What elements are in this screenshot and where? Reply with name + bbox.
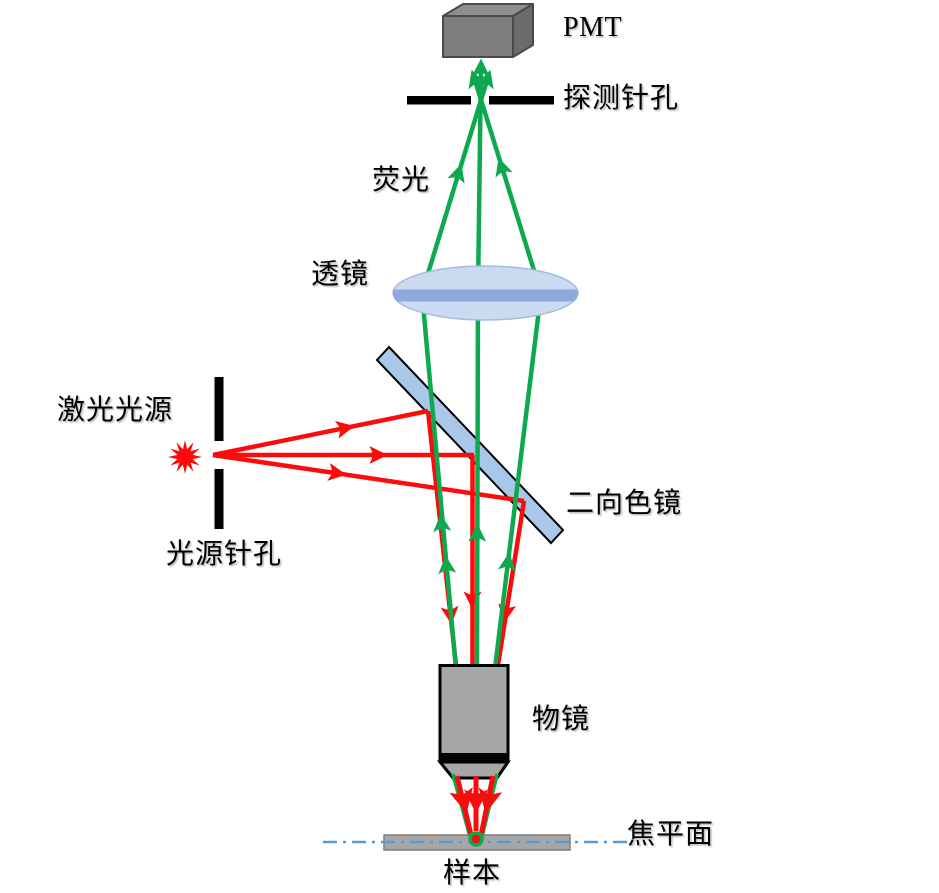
- focal-plane-label: 焦平面: [627, 819, 715, 850]
- reflected-ray-right: [495, 500, 527, 666]
- objective-label: 物镜: [532, 704, 591, 735]
- emission-right-arrow-high: [495, 157, 513, 178]
- focus-cone: [449, 773, 503, 847]
- pmt-detector: [442, 3, 534, 58]
- dichroic-mirror-shape: [375, 345, 565, 545]
- fluorescence-label: 荧光: [372, 165, 431, 196]
- emission-left-arrow-1: [433, 513, 452, 533]
- emission-right-below-lens: [493, 292, 544, 665]
- emission-center-to-pmt: [471, 58, 490, 294]
- emission-left-arrow-high: [447, 163, 465, 184]
- objective-lens-shape: [436, 664, 511, 780]
- laser-ray-upper: [212, 408, 429, 458]
- emission-center-below-lens: [474, 292, 481, 665]
- detection-pinhole-right-bar: [489, 96, 554, 105]
- laser-star-icon: [168, 440, 202, 474]
- lens-band: [393, 289, 578, 302]
- fluorescence-emission-rays: [419, 58, 544, 665]
- laser-source-label: 激光光源: [57, 395, 174, 426]
- pmt-label: PMT: [563, 12, 623, 43]
- laser-ray-upper-arrow: [334, 420, 355, 439]
- source-pinhole-shape: [214, 377, 224, 529]
- source-pinhole-bottom-bar: [214, 469, 224, 529]
- source-pinhole-label: 光源针孔: [166, 539, 283, 570]
- detection-pinhole-label: 探测针孔: [563, 83, 680, 114]
- emission-right-above-lens: [468, 69, 544, 294]
- lens-label: 透镜: [311, 259, 370, 290]
- emission-left-below-lens: [419, 292, 458, 665]
- detection-pinhole-shape: [407, 96, 554, 105]
- source-pinhole-top-bar: [214, 377, 224, 441]
- sample-label: 样本: [443, 858, 502, 889]
- pmt-front-face: [442, 15, 514, 58]
- cone-ray-right-arrow: [478, 787, 503, 814]
- tube-lens: [392, 265, 579, 321]
- focal-point-icon: [468, 831, 484, 847]
- objective-body: [438, 664, 510, 756]
- objective-collar: [438, 753, 510, 762]
- laser-ray-lower-arrow: [327, 463, 347, 481]
- detection-pinhole-left-bar: [407, 96, 471, 105]
- cone-ray-left-arrow: [449, 787, 473, 814]
- emission-right-arrow-low: [497, 552, 516, 572]
- reflected-ray-right-arrow: [498, 603, 517, 623]
- dichroic-mirror-label: 二向色镜: [566, 488, 683, 519]
- emission-left-arrow-2: [438, 555, 457, 575]
